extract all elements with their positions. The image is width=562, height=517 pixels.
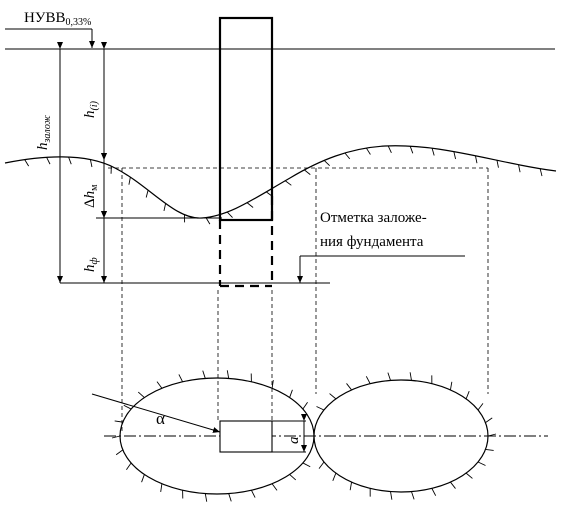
ground-hatch-mark xyxy=(365,147,371,155)
ellipse-hatch-mark xyxy=(477,403,484,411)
foundation-label-line1: Отметка заложе- xyxy=(320,210,427,226)
delta-hm-label: Δhм xyxy=(82,184,100,208)
ground-hatch-mark xyxy=(163,203,167,212)
ellipse-hatch-mark xyxy=(450,481,456,489)
ellipse-hatch-mark xyxy=(226,370,230,379)
ground-hatch-mark xyxy=(68,156,72,165)
ground-hatch-mark xyxy=(89,159,93,168)
ellipse-hatch-mark xyxy=(271,380,274,389)
ellipse-hatch-mark xyxy=(316,406,325,411)
ground-hatch-mark xyxy=(453,151,457,160)
ellipse-hatch-mark xyxy=(477,461,486,466)
ellipse-hatch-mark xyxy=(204,493,208,502)
ellipse-hatch-mark xyxy=(332,472,337,481)
ellipse-hatch-mark xyxy=(465,391,470,400)
ellipse-hatch-mark xyxy=(346,383,352,391)
ellipse-hatch-mark xyxy=(365,376,371,384)
ellipse-hatch-mark xyxy=(409,372,412,381)
ground-hatch-mark xyxy=(475,155,478,164)
ground-hatch-mark xyxy=(145,190,149,198)
ellipse-hatch-mark xyxy=(302,462,311,468)
ellipse-hatch-mark xyxy=(387,372,391,381)
nuvv-label: НУВВ0,33% xyxy=(24,10,91,28)
ellipse-hatch-mark xyxy=(431,488,437,496)
flow-direction-arrow xyxy=(91,393,221,433)
ellipse-hatch-mark xyxy=(449,381,453,390)
pier-plan xyxy=(219,420,273,453)
foundation-label-line2: ния фундамента xyxy=(320,234,424,250)
ground-hatch-mark xyxy=(518,164,521,173)
h-i-label: h(i) xyxy=(82,100,100,118)
foundation-dashed xyxy=(218,196,274,288)
ellipse-hatch-mark xyxy=(349,482,353,491)
ground-hatch-mark xyxy=(344,152,351,160)
ground-hatch-mark xyxy=(24,159,30,167)
ellipse-hatch-mark xyxy=(411,491,415,500)
ellipse-hatch-mark xyxy=(228,493,232,502)
ellipse-hatch-mark xyxy=(114,420,123,423)
projection-lines xyxy=(108,167,489,432)
ellipse-hatch-mark xyxy=(156,381,163,389)
ellipse-hatch-mark xyxy=(178,374,184,382)
ground-hatch-mark xyxy=(226,211,233,218)
ground-hatch-mark xyxy=(205,217,211,225)
alpha-label: α xyxy=(156,409,165,428)
ellipse-hatch-mark xyxy=(126,462,132,470)
dimension-lines xyxy=(50,42,330,284)
h-f-label: hф xyxy=(82,257,100,272)
ellipse-hatch-mark xyxy=(141,474,145,483)
ground-hatch-mark xyxy=(431,148,435,156)
ground-hatch-mark xyxy=(387,145,392,153)
ellipse-hatch-mark xyxy=(329,393,337,400)
ground-hatch-mark xyxy=(409,146,414,154)
ground-hatching xyxy=(24,145,543,225)
ground-surface xyxy=(4,145,557,219)
ellipse-hatch-mark xyxy=(160,483,163,492)
ellipse-hatch-mark xyxy=(115,449,124,456)
ellipse-hatching xyxy=(111,370,497,502)
ellipse-hatch-mark xyxy=(137,391,145,398)
ground-hatch-mark xyxy=(246,202,254,208)
ground-hatch-mark xyxy=(46,157,51,165)
ellipse-hatch-mark xyxy=(289,474,297,481)
ellipse-hatch-mark xyxy=(318,461,325,469)
ellipse-hatch-mark xyxy=(123,404,132,410)
ellipse-hatch-mark xyxy=(271,483,278,491)
ellipse-hatch-mark xyxy=(390,491,393,500)
ellipse-hatch-mark xyxy=(302,402,308,410)
ground-hatch-mark xyxy=(323,160,330,167)
ground-hatch-mark xyxy=(539,168,543,177)
ellipse-hatch-mark xyxy=(250,490,256,498)
pier-body xyxy=(218,16,274,222)
ellipse-hatch-mark xyxy=(485,417,493,423)
ellipse-hatch-mark xyxy=(111,435,121,439)
h-zalozh-label: hзалож xyxy=(35,114,53,150)
ellipse-hatch-mark xyxy=(465,472,473,479)
ground-hatch-mark xyxy=(284,180,292,186)
ground-hatch-mark xyxy=(304,169,311,176)
ellipse-hatch-mark xyxy=(202,370,206,379)
ellipse-hatch-mark xyxy=(485,448,494,451)
ground-hatch-mark xyxy=(496,160,499,168)
ground-hatch-mark xyxy=(128,177,131,185)
ellipse-hatch-mark xyxy=(289,389,293,398)
a-label: a xyxy=(286,437,302,445)
